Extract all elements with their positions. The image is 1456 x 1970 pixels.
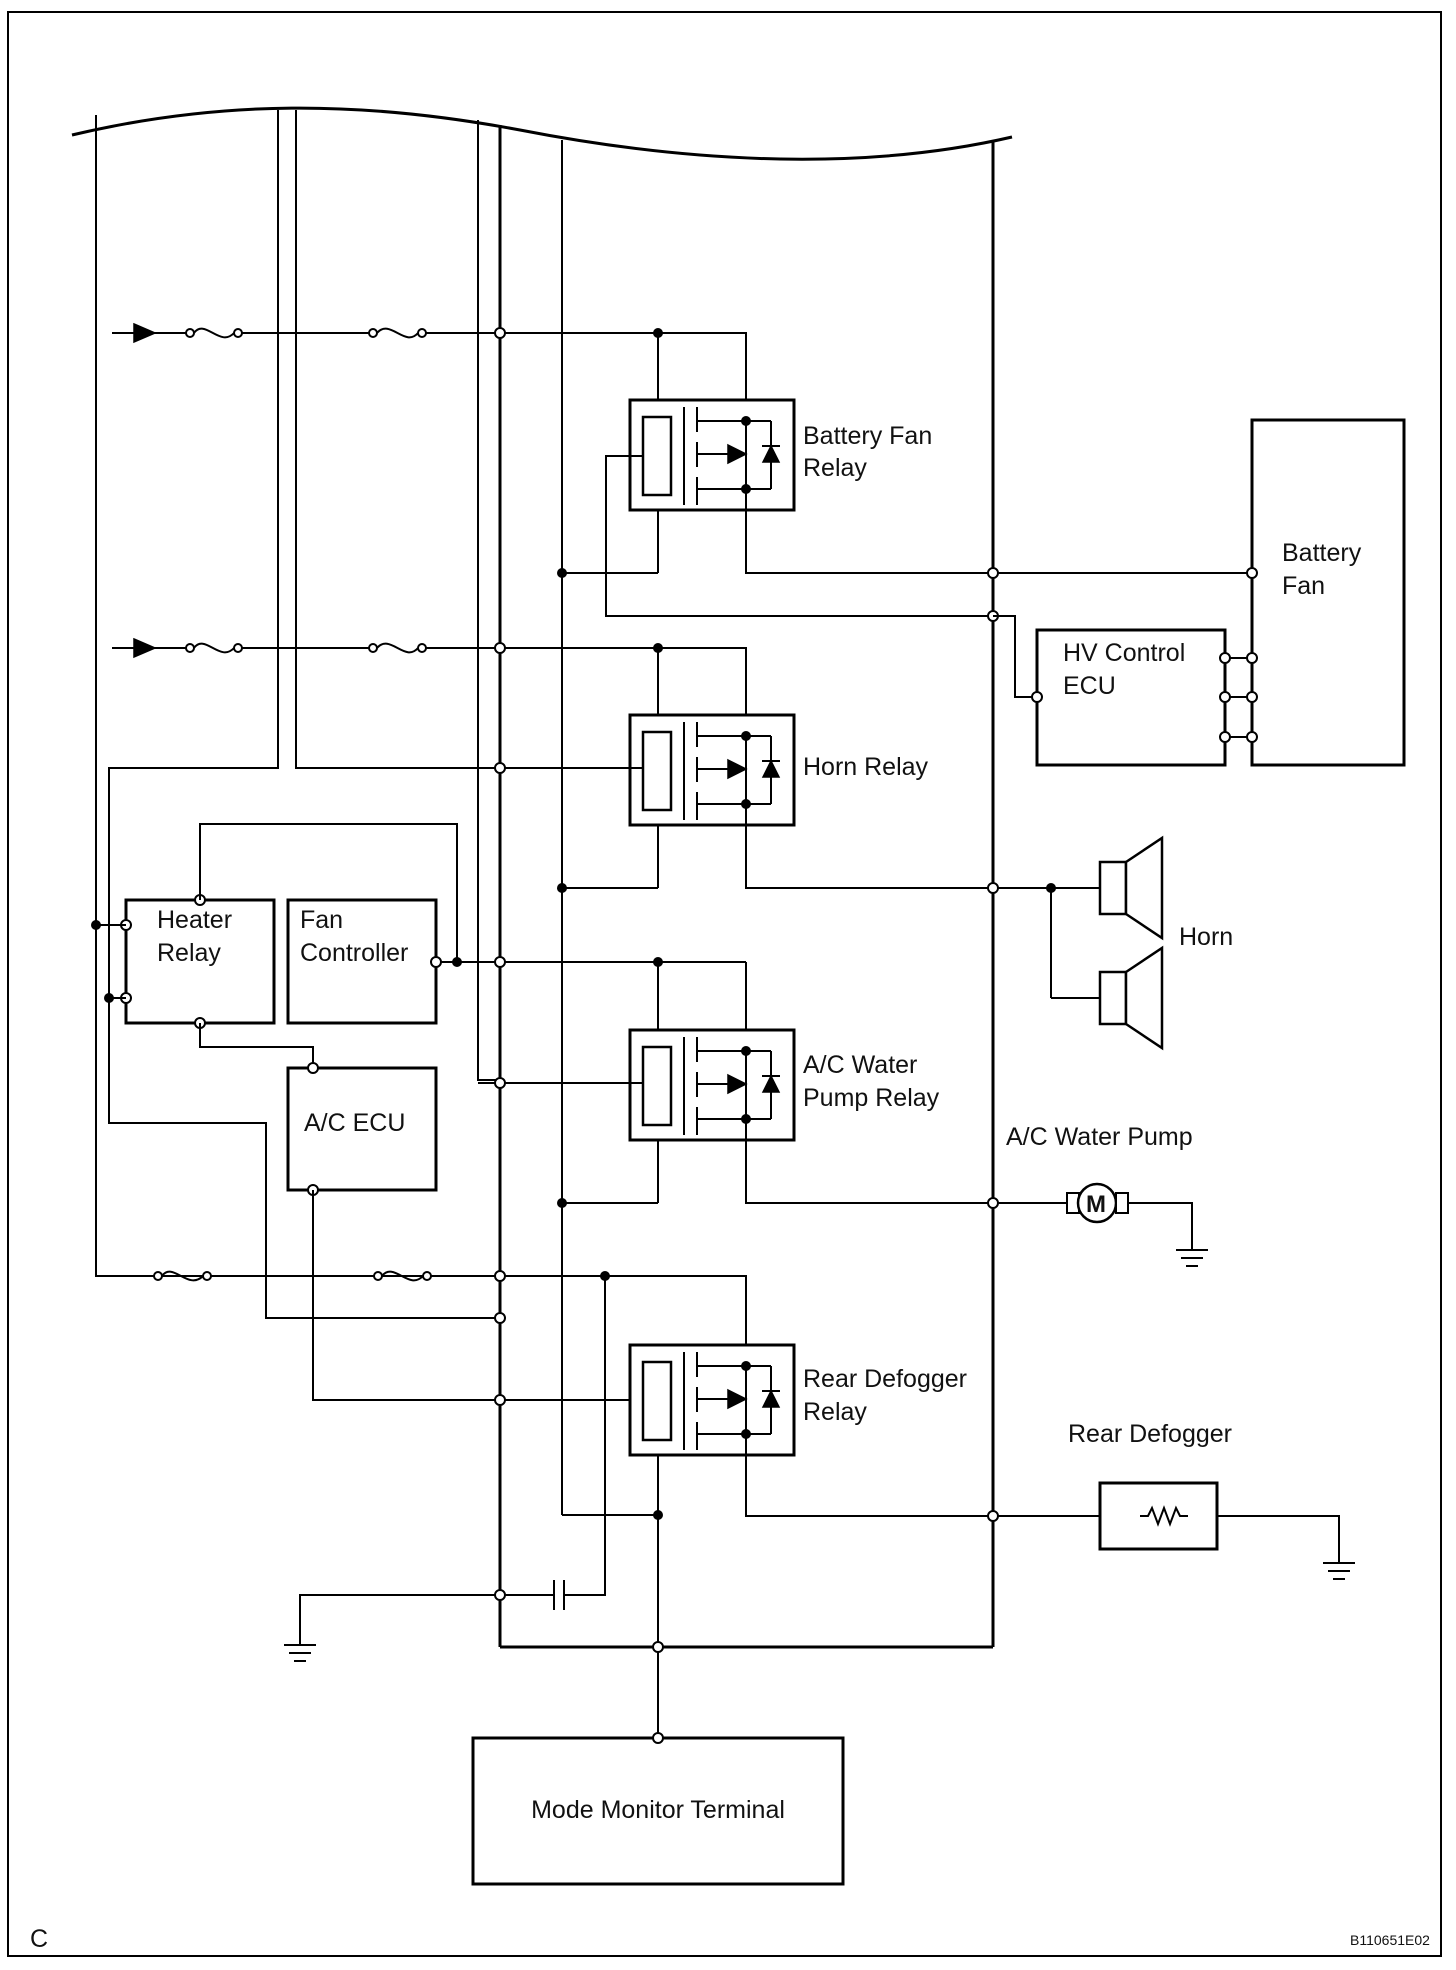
fuse-line-2 <box>112 637 747 738</box>
hv-control-ecu-label: ECU <box>1063 672 1116 700</box>
fan-controller-label: Controller <box>300 939 408 967</box>
ac-water-pump-label: A/C Water Pump <box>1006 1123 1193 1151</box>
horn-relay-label: Horn Relay <box>803 753 929 781</box>
rear-defogger-relay-label: Rear Defogger <box>803 1365 967 1393</box>
figure-code: B110651E02 <box>1350 1932 1430 1948</box>
battery-fan-label: Battery <box>1282 539 1362 567</box>
motor-symbol: M <box>1086 1191 1106 1218</box>
rear-defogger-relay: Rear Defogger Relay <box>628 1343 1100 1647</box>
ac-water-pump-relay-label: Pump Relay <box>803 1084 940 1112</box>
corner-letter: C <box>30 1925 48 1953</box>
battery-fan-relay-label: Relay <box>803 454 867 482</box>
horn-label: Horn <box>1179 923 1233 951</box>
torn-edge <box>71 106 1013 161</box>
heater-relay-label: Relay <box>157 939 221 967</box>
capacitor-ground <box>284 1276 606 1662</box>
mode-monitor-terminal-label: Mode Monitor Terminal <box>531 1796 785 1824</box>
ac-water-pump-relay: A/C Water Pump Relay <box>478 957 1067 1204</box>
battery-fan-relay-label: Battery Fan <box>803 422 932 450</box>
ac-ecu-label: A/C ECU <box>304 1109 405 1137</box>
ac-water-pump-relay-label: A/C Water <box>803 1051 917 1079</box>
battery-fan-label: Fan <box>1282 572 1325 600</box>
rear-defogger: Rear Defogger <box>1068 1420 1355 1580</box>
mode-monitor-terminal: Mode Monitor Terminal <box>471 1641 845 1886</box>
battery-fan: Battery Fan <box>1246 418 1406 767</box>
rear-defogger-relay-label: Relay <box>803 1398 867 1426</box>
heater-relay-label: Heater <box>157 906 232 934</box>
resistor-icon <box>1140 1505 1188 1527</box>
fuse-line-3 <box>96 1270 747 1406</box>
fan-controller: Fan Controller <box>286 898 746 1025</box>
ac-water-pump: A/C Water Pump M <box>1006 1123 1208 1267</box>
page-frame <box>7 11 1442 1957</box>
horn-relay: Horn Relay <box>494 713 1100 889</box>
horn: Horn <box>1050 835 1233 1051</box>
ground-icon <box>1323 1562 1355 1580</box>
ground-icon <box>284 1644 316 1662</box>
rear-defogger-label: Rear Defogger <box>1068 1420 1232 1448</box>
battery-fan-relay: Battery Fan Relay <box>605 398 1252 617</box>
ground-icon <box>1176 1249 1208 1267</box>
hv-control-ecu: HV Control ECU <box>993 615 1252 767</box>
hv-control-ecu-label: HV Control <box>1063 639 1185 667</box>
heater-relay: Heater Relay <box>91 823 458 1068</box>
fan-controller-label: Fan <box>300 906 343 934</box>
ac-ecu: A/C ECU <box>286 1062 643 1401</box>
fuse-line-1 <box>112 322 747 423</box>
